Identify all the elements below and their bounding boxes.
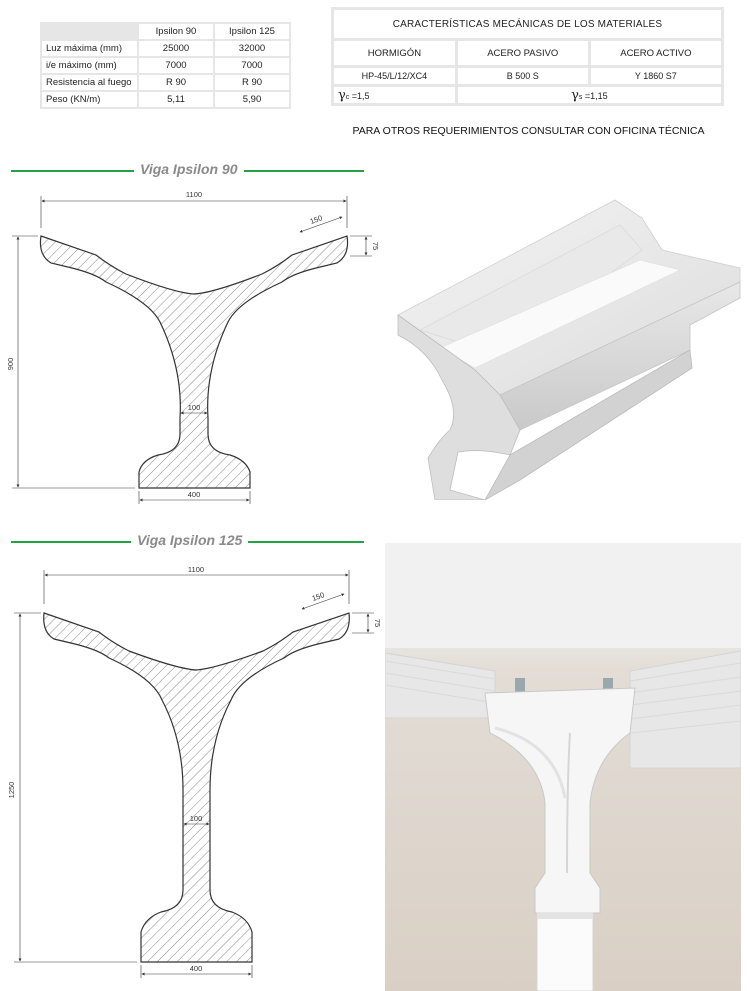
gamma-s-cell: γs =1,15 [457, 87, 721, 103]
table-cell: 32000 [215, 41, 289, 56]
dimension-flange-line [299, 216, 343, 233]
dim-height: 900 [6, 358, 15, 371]
table-cell: R 90 [215, 75, 289, 90]
gamma-c-subscript: c [345, 93, 350, 101]
dim-width: 1100 [188, 565, 204, 574]
table-cell: 5,11 [139, 92, 213, 107]
table-cell: B 500 S [457, 68, 588, 84]
materials-table: CARACTERÍSTICAS MECÁNICAS DE LOS MATERIA… [331, 7, 724, 106]
gamma-c-symbol: γ [338, 87, 346, 103]
table-header-row: Ipsilon 90 Ipsilon 125 [42, 24, 289, 39]
table-cell: 7000 [139, 58, 213, 73]
table-row: Peso (KN/m) 5,11 5,90 [42, 92, 289, 107]
table-header-row: HORMIGÓN ACERO PASIVO ACERO ACTIVO [334, 41, 721, 65]
technical-office-note: PARA OTROS REQUERIMIENTOS CONSULTAR CON … [352, 125, 705, 137]
gamma-s-subscript: s [578, 93, 583, 101]
row-label: Luz máxima (mm) [42, 41, 137, 56]
dim-base: 400 [190, 964, 203, 973]
column-header: ACERO PASIVO [457, 41, 588, 65]
materials-title: CARACTERÍSTICAS MECÁNICAS DE LOS MATERIA… [334, 10, 721, 38]
beam125-title: Viga Ipsilon 125 [131, 532, 249, 548]
dim-width: 1100 [186, 190, 202, 199]
table-title-row: CARACTERÍSTICAS MECÁNICAS DE LOS MATERIA… [334, 10, 721, 38]
column-header: Ipsilon 125 [215, 24, 289, 39]
installed-beam-illustration [385, 543, 741, 991]
dim-base: 400 [188, 490, 201, 499]
dim-lip: 75 [373, 619, 382, 627]
beam90-section: 1100 150 75 900 100 400 [6, 190, 380, 504]
dim-flange: 150 [309, 213, 324, 226]
table-row: Luz máxima (mm) 25000 32000 [42, 41, 289, 56]
row-label: i/e máximo (mm) [42, 58, 137, 73]
beam125-section: 1100 150 75 1250 100 400 [7, 565, 382, 978]
row-label: Resistencia al fuego [42, 75, 137, 90]
table-cell: 7000 [215, 58, 289, 73]
table-cell: HP-45/L/12/XC4 [334, 68, 455, 84]
column-header: Ipsilon 90 [139, 24, 213, 39]
beam-properties-table: Ipsilon 90 Ipsilon 125 Luz máxima (mm) 2… [40, 22, 291, 109]
installed-beam-photo [385, 543, 741, 991]
gamma-s-symbol: γ [571, 87, 579, 103]
dim-height: 1250 [7, 782, 16, 799]
table-cell: 25000 [139, 41, 213, 56]
column-header: HORMIGÓN [334, 41, 455, 65]
beam-3d-render-image [397, 199, 741, 500]
dim-flange: 150 [311, 590, 326, 603]
dim-web: 100 [190, 814, 203, 823]
dimension-flange-line [301, 593, 345, 610]
dim-web: 100 [188, 403, 201, 412]
table-cell: 5,90 [215, 92, 289, 107]
table-row: γc =1,5 γs =1,15 [334, 87, 721, 103]
beam125-profile [43, 612, 350, 963]
column-header: ACERO ACTIVO [590, 41, 721, 65]
gamma-c-value: =1,5 [349, 90, 370, 101]
gamma-s-value: =1,15 [582, 90, 608, 101]
beam90-profile [39, 235, 349, 489]
dim-lip: 75 [371, 242, 380, 250]
table-row: Resistencia al fuego R 90 R 90 [42, 75, 289, 90]
table-cell: Y 1860 S7 [590, 68, 721, 84]
table-row: HP-45/L/12/XC4 B 500 S Y 1860 S7 [334, 68, 721, 84]
beam90-title: Viga Ipsilon 90 [134, 161, 244, 177]
gamma-c-cell: γc =1,5 [334, 87, 455, 103]
row-label: Peso (KN/m) [42, 92, 137, 107]
table-row: i/e máximo (mm) 7000 7000 [42, 58, 289, 73]
table-cell: R 90 [139, 75, 213, 90]
